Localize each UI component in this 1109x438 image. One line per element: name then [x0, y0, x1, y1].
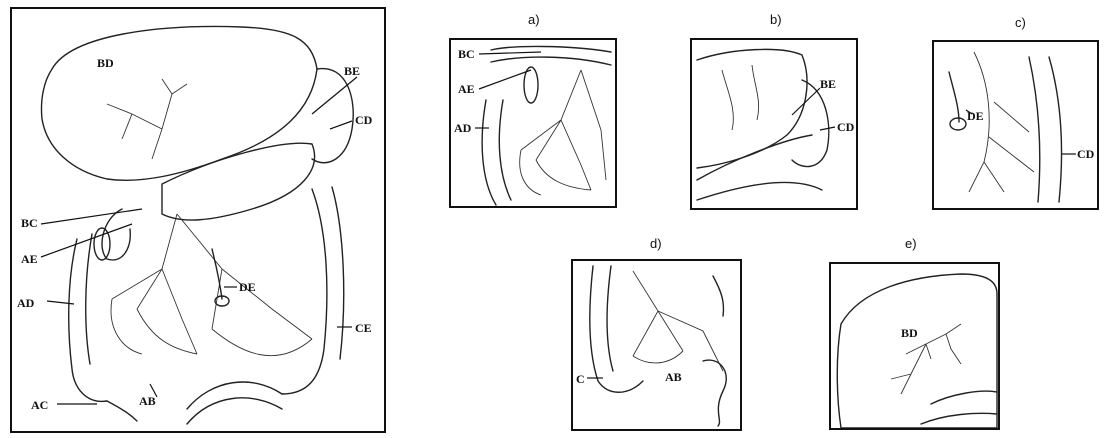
panel-a: BC AE AD — [449, 38, 617, 208]
label-CE: CE — [355, 321, 372, 335]
panel-a-label-AE: AE — [458, 82, 475, 96]
panel-e-drawing — [836, 273, 998, 428]
panel-c-letter: c) — [1015, 15, 1026, 30]
panel-d-label-C: C — [576, 372, 585, 386]
label-AE: AE — [21, 252, 38, 266]
panel-d-drawing — [587, 265, 727, 427]
label-DE: DE — [239, 280, 256, 294]
panel-c: DE CD — [932, 40, 1099, 210]
panel-d-letter: d) — [650, 236, 662, 251]
panel-a-label-AD: AD — [454, 121, 472, 135]
panel-a-label-BC: BC — [458, 47, 475, 61]
label-AB: AB — [139, 394, 156, 408]
panel-e: BD — [829, 262, 1000, 430]
panel-a-drawing — [475, 45, 612, 206]
main-anatomy-figure: BD BE CD BC AE AD DE CE AC AB — [10, 7, 386, 433]
panel-c-drawing — [948, 51, 1076, 203]
panel-c-label-CD: CD — [1077, 147, 1095, 161]
label-BD: BD — [97, 56, 114, 70]
label-BE: BE — [344, 64, 361, 78]
panel-b-label-CD: CD — [837, 120, 855, 134]
label-CD: CD — [355, 113, 373, 127]
panel-b: BE CD — [690, 38, 858, 210]
panel-e-label-BD: BD — [901, 326, 918, 340]
panel-d-label-AB: AB — [665, 370, 682, 384]
panel-a-letter: a) — [528, 12, 540, 27]
panel-e-letter: e) — [905, 236, 917, 251]
panel-b-drawing — [696, 48, 836, 201]
panel-c-label-DE: DE — [967, 109, 984, 123]
main-anatomy-drawing — [40, 25, 358, 425]
panel-b-label-BE: BE — [820, 77, 837, 91]
panel-b-letter: b) — [770, 12, 782, 27]
label-BC: BC — [21, 216, 38, 230]
label-AC: AC — [31, 398, 49, 412]
panel-d: C AB — [571, 259, 742, 431]
label-AD: AD — [17, 296, 35, 310]
